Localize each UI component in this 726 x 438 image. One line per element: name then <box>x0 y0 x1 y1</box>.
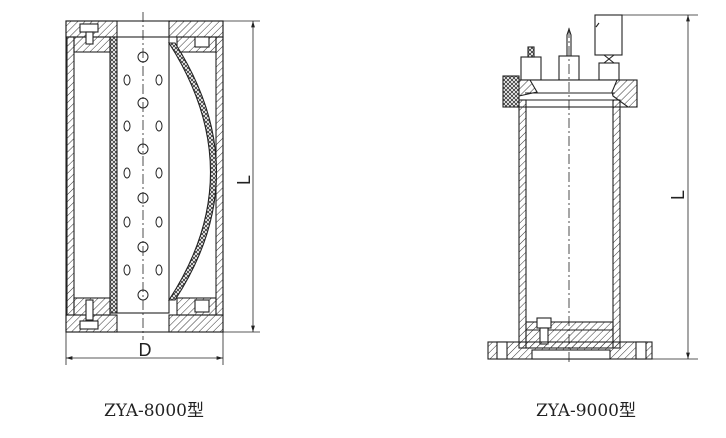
fitting-left <box>520 56 542 81</box>
zya-9000-drawing <box>487 14 698 362</box>
diaphragm <box>167 42 218 301</box>
length-label-right: L <box>668 190 688 200</box>
diameter-label: D <box>139 340 152 360</box>
flange-bolt <box>502 75 520 108</box>
left-wall <box>66 36 75 316</box>
tube-wall-left <box>518 99 527 349</box>
filter-mesh <box>109 36 118 314</box>
zya-8000-drawing <box>65 12 260 365</box>
right-wall <box>215 36 224 316</box>
caption-zya-9000: ZYA-9000型 <box>536 401 636 421</box>
caption-zya-8000: ZYA-8000型 <box>104 401 204 421</box>
tube-wall-right <box>612 99 621 349</box>
fitting-right <box>598 62 620 81</box>
length-label-left: L <box>234 175 254 185</box>
gauge-box <box>594 14 623 56</box>
